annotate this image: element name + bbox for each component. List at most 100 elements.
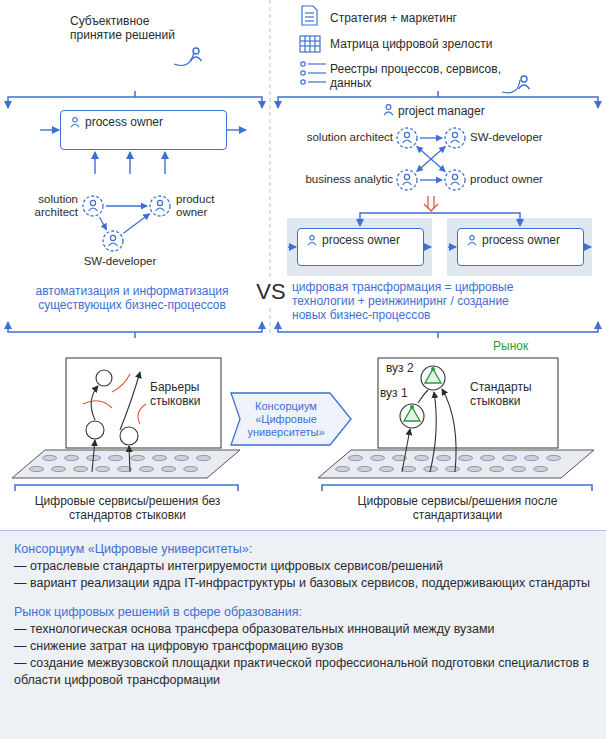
role-person [156,208,165,211]
platform-cell [468,466,482,471]
approach-label: автоматизация и информатизация существую… [12,284,252,312]
barrier-figure [96,370,112,386]
consortium-arrow: Консорциум «Цифровые университеты» [230,392,352,446]
role-node: product owner [148,190,243,222]
market-label: Рынок [493,339,553,353]
platform-caption: Цифровые сервисы/решения после стандарти… [325,494,590,522]
top-icons [308,81,326,82]
platform-cell [490,466,504,471]
role-connector [417,147,445,172]
barrier-figure [129,446,130,472]
role-node: solution architect [10,190,106,222]
platform-cell [153,455,167,460]
platform-cell [525,455,539,460]
standard-figure [410,405,414,409]
role-circle [397,128,417,148]
panel-item: — отраслевые стандарты интегрируемости ц… [14,558,592,575]
flow-arrows [129,152,130,174]
platform-cell [74,466,88,471]
standard-figure [442,389,456,472]
platform-cell [52,466,66,471]
flow-arrows [448,246,456,247]
screens [66,358,558,448]
platform-cell [349,455,363,460]
role-label: SW-developer [80,255,160,268]
top-icons [174,52,194,66]
barrier-figure [112,374,130,392]
red-arrow [427,196,428,208]
person-icon [468,236,476,246]
barrier-figure [83,370,146,472]
process-panels [287,218,592,276]
note-label: Субъективное принятие решений [70,14,200,42]
role-label: project manager [398,104,518,118]
platform-cell [336,466,350,471]
role-circle [103,231,123,251]
flow-arrows [288,246,296,247]
standard-figure [430,392,436,472]
role-person [403,182,412,185]
top-icons [305,12,314,13]
role-circle [445,128,465,148]
flow-arrows [226,129,246,130]
input-label: Матрица цифровой зрелости [330,37,550,51]
platform-cell [512,466,526,471]
platform-cell [30,466,44,471]
top-icons [305,20,314,21]
top-icons [305,16,314,17]
person-icon [466,234,478,246]
platform-cell [109,455,123,460]
role-node: SW-developer [444,126,556,150]
platform-cell [459,455,473,460]
flow-arrows [164,152,165,174]
role-connector [99,217,106,229]
platform-cell [371,455,385,460]
vs-label: VS [252,279,290,305]
role-person [89,208,98,211]
top-icons [300,36,320,52]
process-label: process owner [482,233,560,247]
brackets [8,91,598,491]
info-panel: Консорциум «Цифровые университеты»:— отр… [0,530,606,739]
panel-item: — снижение затрат на цифровую трансформа… [14,638,592,655]
top-icons [301,71,305,75]
standard-figure [418,390,428,403]
standard-figure [404,407,420,421]
figure-label: Барьеры стыковки [150,380,218,408]
figure-label: Стандарты стыковки [470,380,552,408]
panel-heading: Рынок цифровых решений в сфере образован… [14,604,592,621]
process-box: process owner [297,228,424,266]
platform-cell [197,455,211,460]
role-person [452,132,457,137]
flow-arrows [583,246,591,247]
role-circle [397,170,417,190]
role-circle [396,169,418,191]
flow-arrows [360,213,520,226]
platform-cell [415,455,429,460]
barrier-figure [91,386,98,420]
process-panels [287,218,432,276]
standard-figure [402,429,410,472]
role-circle [444,169,466,191]
role-connector [106,205,147,206]
brackets [134,91,136,97]
role-node: solution architect [285,126,418,150]
brackets [8,97,262,108]
barrier-figure [120,372,140,430]
person-icon [71,118,79,128]
role-label: SW-developer [470,131,556,144]
role-circle [444,127,466,149]
input-label: Стратегия + маркетинг [330,11,550,25]
platform-cell [131,455,145,460]
platform-cell [184,466,198,471]
person-icon [69,116,81,128]
role-label: product owner [176,193,240,219]
standard-figure [425,369,441,383]
consortium-outline [231,393,351,445]
role-connector [417,147,445,172]
role-circle [445,170,465,190]
brackets [8,322,262,332]
role-circle [150,196,170,216]
platform-cell [534,466,548,471]
